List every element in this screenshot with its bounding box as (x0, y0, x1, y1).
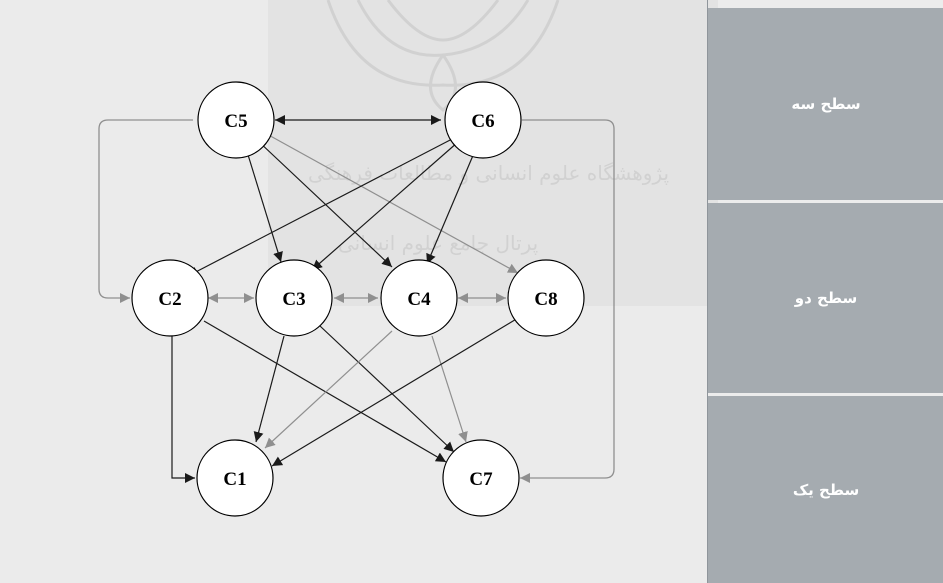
edge-c5-c8 (264, 132, 519, 274)
level-three-label: سطح سه (791, 95, 861, 113)
edge-c3-c7 (319, 325, 455, 453)
level-two-cell: سطح دو (708, 203, 943, 393)
edge-c5-c2-loop (98, 119, 193, 303)
node-c7-circle (442, 439, 520, 517)
node-c7-label: C7 (469, 469, 493, 490)
node-c4-label: C4 (407, 289, 431, 310)
edge-c6-c2 (187, 137, 455, 277)
node-c5: C5 (197, 81, 275, 159)
node-c5-label: C5 (224, 111, 247, 132)
node-c4-circle (380, 259, 458, 337)
watermark-emblem: پژوهشگاه علوم انسانی و مطالعات فرهنگی پر… (308, 0, 669, 256)
node-c3-circle (255, 259, 333, 337)
node-c3-label: C3 (282, 289, 305, 310)
watermark-text-1: پژوهشگاه علوم انسانی و مطالعات فرهنگی (308, 161, 669, 186)
edge-c8-c1 (271, 317, 519, 467)
node-c6-label: C6 (471, 111, 494, 132)
node-c1-circle (196, 439, 274, 517)
node-c1-label: C1 (223, 469, 246, 490)
node-c8-circle (507, 259, 585, 337)
edge-c3-c1 (253, 335, 285, 443)
edge-c4-c1 (264, 330, 393, 449)
node-c5-circle (197, 81, 275, 159)
watermark-text-2: پرتال جامع علوم انسانی (338, 231, 538, 256)
node-c7: C7 (442, 439, 520, 517)
edge-c5-c4 (256, 139, 393, 268)
edge-c6-c3 (311, 141, 459, 271)
node-c2-label: C2 (158, 289, 181, 310)
level-three-cell: سطح سه (708, 8, 943, 200)
edge-c5-c3 (244, 144, 283, 263)
diagram-svg: C5 C6 C2 C3 C4 C8 C1 C7 (98, 81, 615, 517)
node-c4: C4 (380, 259, 458, 337)
node-c2-circle (131, 259, 209, 337)
node-c8: C8 (507, 259, 585, 337)
edge-c6-c4 (426, 145, 478, 265)
edge-c2-c1 (171, 336, 195, 483)
levels-panel: سطح سه سطح دو سطح یک (707, 0, 943, 583)
node-c6-circle (444, 81, 522, 159)
level-one-cell: سطح یک (708, 396, 943, 583)
node-c8-label: C8 (534, 289, 557, 310)
node-c6: C6 (444, 81, 522, 159)
level-one-label: سطح یک (792, 480, 860, 499)
level-two-label: سطح دو (794, 289, 858, 307)
edge-c4-c7 (431, 335, 468, 443)
node-c2: C2 (131, 259, 209, 337)
edge-c2-c7 (203, 320, 447, 463)
edge-c6-c7-loop (520, 119, 615, 483)
node-c1: C1 (196, 439, 274, 517)
node-c3: C3 (255, 259, 333, 337)
